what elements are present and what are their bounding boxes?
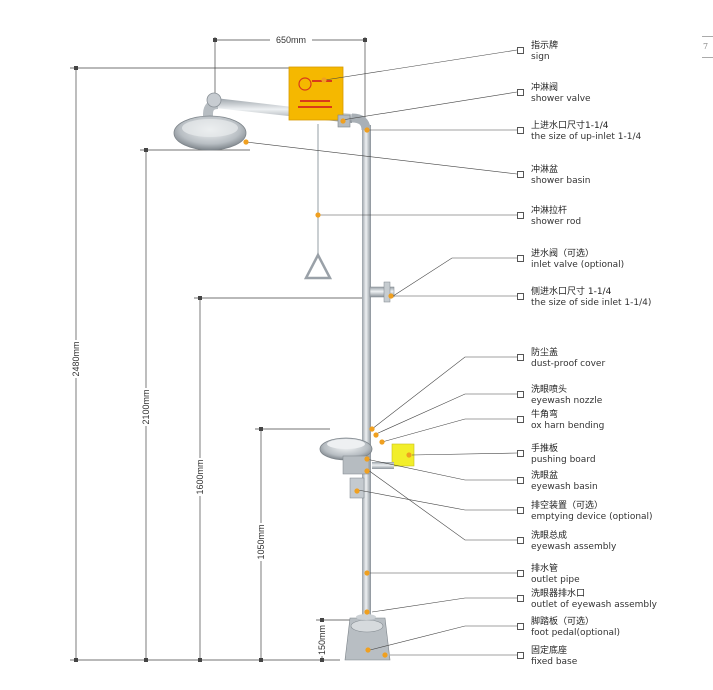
- label-box-eyewash-nozzle: [517, 391, 524, 398]
- dim-height-1600: 1600mm: [195, 459, 205, 494]
- dim-total-height: 2480mm: [71, 341, 81, 376]
- leader-lines: [245, 49, 518, 656]
- label-box-side-inlet: [517, 293, 524, 300]
- page-number: 7: [703, 42, 709, 51]
- label-emptying-device: 排空装置（可选）emptying device (optional): [531, 501, 653, 522]
- label-box-shower-rod: [517, 212, 524, 219]
- corner-rule-top: [702, 36, 713, 37]
- label-box-eyewash-assembly: [517, 537, 524, 544]
- label-box-up-inlet: [517, 127, 524, 134]
- dim-side-inlet-height: 2100mm: [141, 389, 151, 424]
- label-box-fixed-base: [517, 652, 524, 659]
- label-box-ox-horn: [517, 416, 524, 423]
- label-box-foot-pedal: [517, 623, 524, 630]
- dim-pedal-height: 150mm: [317, 625, 327, 655]
- sign-plate: [288, 66, 344, 121]
- label-box-inlet-valve: [517, 255, 524, 262]
- label-box-sign: [517, 47, 524, 54]
- label-box-pushing-board: [517, 450, 524, 457]
- callout-dots: [243, 77, 412, 658]
- label-box-eyewash-outlet: [517, 595, 524, 602]
- label-box-shower-valve: [517, 89, 524, 96]
- label-foot-pedal: 脚踏板（可选）foot pedal(optional): [531, 617, 621, 638]
- dim-height-1050: 1050mm: [256, 524, 266, 559]
- label-inlet-valve: 进水阀（可选）inlet valve (optional): [531, 249, 625, 270]
- dim-width-top: 650mm: [276, 35, 306, 45]
- label-box-dust-cover: [517, 354, 524, 361]
- corner-rule-bottom: [702, 57, 713, 58]
- label-box-outlet-pipe: [517, 570, 524, 577]
- shower-device: [173, 66, 415, 661]
- label-box-shower-basin: [517, 171, 524, 178]
- label-box-emptying-device: [517, 507, 524, 514]
- label-box-eyewash-basin: [517, 477, 524, 484]
- dimension-ticks: [74, 38, 367, 662]
